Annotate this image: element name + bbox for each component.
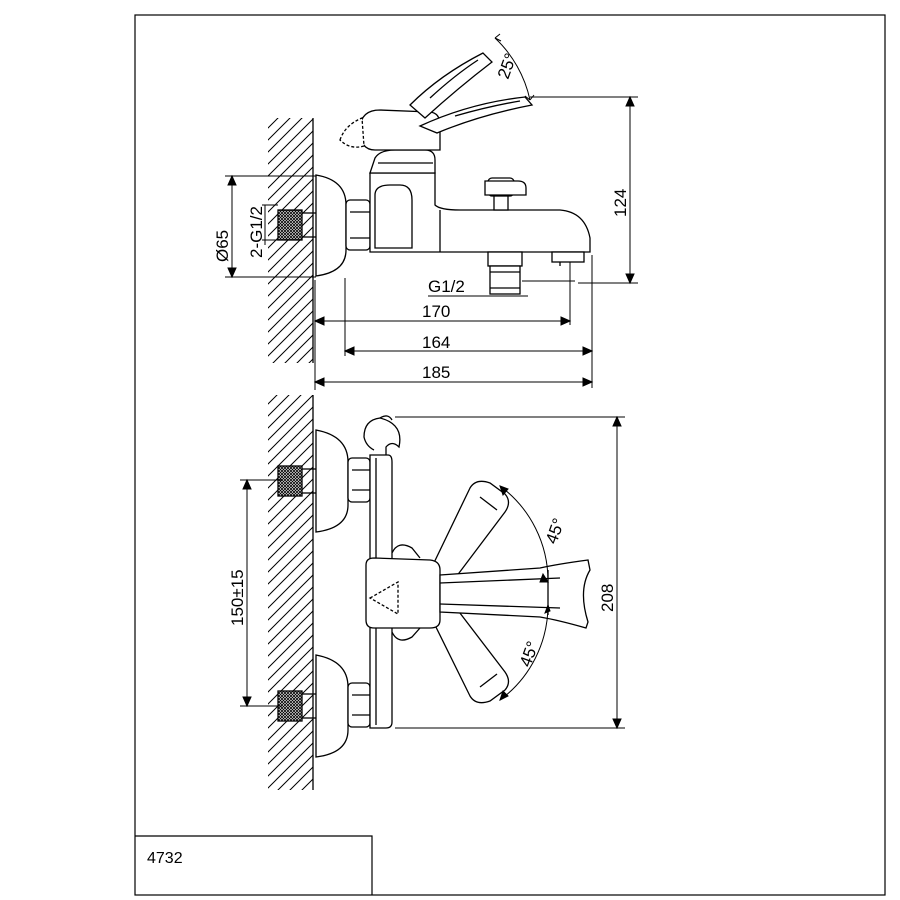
height-124-label: 124 bbox=[611, 189, 630, 217]
handle-upper-side bbox=[409, 52, 493, 119]
wall-front bbox=[268, 395, 314, 790]
side-view bbox=[268, 52, 591, 363]
model-code: 4732 bbox=[147, 850, 183, 867]
inlet-thread-label: 2-G1/2 bbox=[247, 206, 266, 258]
outlet-thread-label: G1/2 bbox=[428, 277, 465, 296]
height-208-label: 208 bbox=[598, 584, 617, 612]
front-dimensions bbox=[240, 415, 625, 730]
angle-25-label: 25° bbox=[494, 51, 521, 82]
escutcheon-side bbox=[315, 174, 347, 277]
shower-hook-front bbox=[363, 417, 401, 455]
escutcheon-upper bbox=[315, 429, 349, 533]
cartridge-block-front bbox=[365, 557, 441, 629]
handle-rotated-up-front bbox=[429, 480, 510, 586]
drawing-frame bbox=[134, 14, 886, 896]
side-dimension-labels: 25° 124 Ø65 2-G1/2 G1/2 170 164 185 bbox=[213, 51, 630, 382]
angle-upper-45-label: 45° bbox=[542, 516, 569, 547]
mixer-body-side bbox=[369, 172, 591, 253]
length-185-label: 185 bbox=[422, 363, 450, 382]
inlet-connector-upper bbox=[277, 465, 303, 497]
handle-rotated-down-front bbox=[429, 599, 510, 704]
escutcheon-lower bbox=[315, 654, 349, 758]
diameter-65-label: Ø65 bbox=[213, 230, 232, 262]
handle-main-front bbox=[439, 559, 591, 629]
length-164-label: 164 bbox=[422, 333, 450, 352]
length-170-label: 170 bbox=[422, 302, 450, 321]
front-view bbox=[268, 395, 591, 790]
handle-lower-side bbox=[418, 96, 534, 134]
cartridge-housing-side bbox=[369, 149, 436, 174]
inlet-connector-side bbox=[277, 209, 303, 241]
outlet-connector-side bbox=[487, 251, 523, 295]
diverter-knob-side bbox=[484, 177, 527, 211]
angle-lower-45-label: 45° bbox=[516, 639, 543, 670]
center-distance-label: 150±15 bbox=[228, 569, 247, 626]
side-dimensions bbox=[225, 33, 638, 390]
spout-aerator-side bbox=[551, 251, 585, 263]
eccentric-nut-side bbox=[345, 199, 371, 251]
